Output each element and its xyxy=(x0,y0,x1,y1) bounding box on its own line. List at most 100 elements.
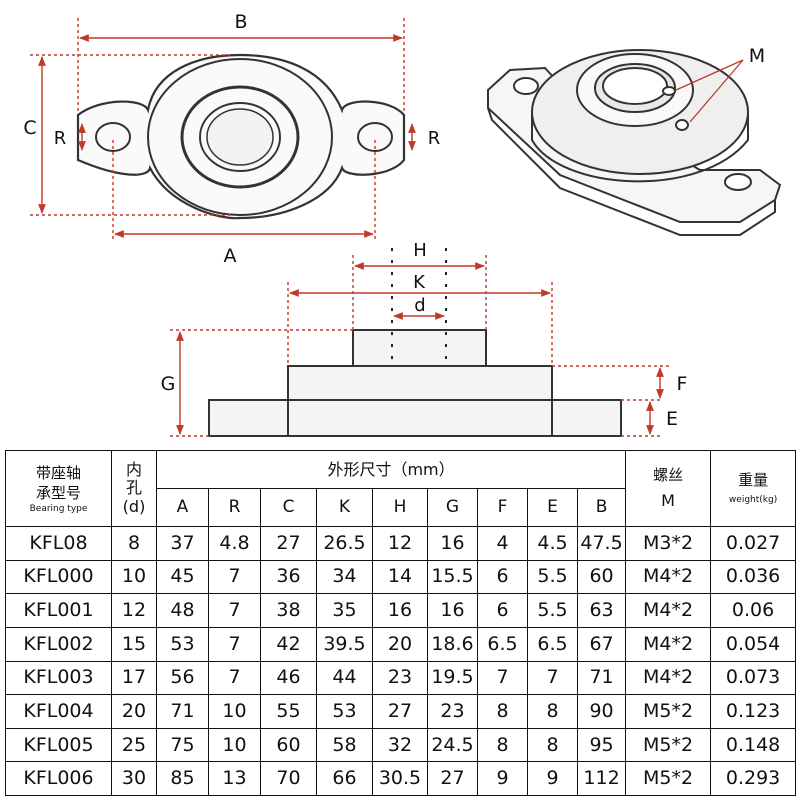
cell-R: 10 xyxy=(208,727,261,763)
header-bore-en: (d) xyxy=(122,497,146,517)
cell-weight: 0.148 xyxy=(710,727,797,763)
cell-model: KFL001 xyxy=(5,593,112,628)
header-model-cn-2: 承型号 xyxy=(35,484,81,502)
cell-R: 7 xyxy=(208,626,261,662)
cell-screw: M4*2 xyxy=(625,660,712,696)
cell-K: 53 xyxy=(316,694,373,729)
header-screw-cn: 螺丝 xyxy=(653,466,684,484)
cell-C: 46 xyxy=(260,660,317,696)
cell-E: 9 xyxy=(527,761,578,796)
cell-H: 20 xyxy=(372,626,428,662)
side-view-base xyxy=(208,399,622,437)
cell-model: KFL006 xyxy=(5,761,112,796)
header-col-B: B xyxy=(576,488,627,527)
header-weight-cn: 重量 xyxy=(738,470,769,489)
cell-H: 23 xyxy=(372,660,428,696)
top-view-hub-inner xyxy=(199,102,281,172)
header-bearing-type: 带座轴 承型号 Bearing type xyxy=(5,450,112,527)
side-view xyxy=(208,329,622,437)
header-col-F: F xyxy=(477,488,528,527)
header-col-R: R xyxy=(208,488,261,527)
header-weight: 重量 weight(kg) xyxy=(710,450,797,527)
iso-leaders xyxy=(675,59,744,123)
cell-weight: 0.036 xyxy=(710,559,797,595)
cell-G: 16 xyxy=(427,526,478,561)
label-G: G xyxy=(161,373,176,395)
cell-C: 38 xyxy=(260,593,317,628)
cell-A: 48 xyxy=(156,593,209,628)
cell-bore: 8 xyxy=(111,526,157,561)
cell-G: 24.5 xyxy=(427,727,478,763)
header-bore-cn-1: 内 xyxy=(125,459,142,479)
cell-H: 30.5 xyxy=(372,761,428,796)
iso-body-side xyxy=(531,112,749,183)
cell-E: 5.5 xyxy=(527,559,578,595)
header-col-K: K xyxy=(316,488,373,527)
label-R-right: R xyxy=(428,128,441,149)
cell-screw: M5*2 xyxy=(625,727,712,763)
cell-F: 6 xyxy=(477,593,528,628)
cell-screw: M4*2 xyxy=(625,559,712,595)
cell-B: 112 xyxy=(576,761,627,796)
header-weight-en: weight(kg) xyxy=(728,494,778,505)
cell-H: 27 xyxy=(372,694,428,729)
cell-R: 13 xyxy=(208,761,261,796)
side-view-flange xyxy=(287,365,553,401)
top-view-dimensions xyxy=(30,18,416,240)
iso-hole-left xyxy=(513,77,539,95)
cell-screw: M5*2 xyxy=(625,761,712,796)
cell-screw: M5*2 xyxy=(625,694,712,729)
cell-weight: 0.06 xyxy=(710,593,797,628)
cell-F: 6 xyxy=(477,559,528,595)
top-view-bore xyxy=(206,108,274,166)
label-R-left: R xyxy=(54,128,67,149)
cell-B: 71 xyxy=(576,660,627,696)
cell-model: KFL08 xyxy=(5,526,112,561)
header-screw: 螺丝 M xyxy=(625,450,712,527)
cell-model: KFL000 xyxy=(5,559,112,595)
header-col-H: H xyxy=(372,488,428,527)
cell-R: 7 xyxy=(208,660,261,696)
label-F: F xyxy=(677,373,688,395)
cell-E: 6.5 xyxy=(527,626,578,662)
spec-table: 带座轴 承型号 Bearing type 内 孔 (d) 外形尺寸（mm） 螺丝… xyxy=(5,450,797,796)
cell-weight: 0.027 xyxy=(710,526,797,561)
header-bore: 内 孔 (d) xyxy=(111,450,157,527)
top-view xyxy=(76,53,406,220)
header-col-G: G xyxy=(427,488,478,527)
cell-A: 45 xyxy=(156,559,209,595)
cell-K: 58 xyxy=(316,727,373,763)
cell-K: 44 xyxy=(316,660,373,696)
label-A: A xyxy=(224,245,237,267)
label-E: E xyxy=(666,408,678,430)
iso-hub-bore xyxy=(602,67,668,105)
iso-grease-hole-2 xyxy=(675,119,689,131)
cell-bore: 12 xyxy=(111,593,157,628)
cell-F: 8 xyxy=(477,727,528,763)
header-col-C: C xyxy=(260,488,317,527)
cell-model: KFL004 xyxy=(5,694,112,729)
cell-model: KFL002 xyxy=(5,626,112,662)
header-screw-en: M xyxy=(661,491,675,510)
cell-bore: 20 xyxy=(111,694,157,729)
cell-weight: 0.293 xyxy=(710,761,797,796)
cell-screw: M3*2 xyxy=(625,526,712,561)
cell-weight: 0.054 xyxy=(710,626,797,662)
cell-C: 36 xyxy=(260,559,317,595)
cell-screw: M4*2 xyxy=(625,593,712,628)
side-view-dimensions xyxy=(170,255,672,437)
cell-C: 27 xyxy=(260,526,317,561)
cell-bore: 30 xyxy=(111,761,157,796)
cell-H: 14 xyxy=(372,559,428,595)
label-C: C xyxy=(23,117,36,139)
label-M: M xyxy=(749,45,765,67)
iso-hole-right xyxy=(724,173,752,191)
cell-G: 18.6 xyxy=(427,626,478,662)
cell-A: 71 xyxy=(156,694,209,729)
cell-C: 42 xyxy=(260,626,317,662)
